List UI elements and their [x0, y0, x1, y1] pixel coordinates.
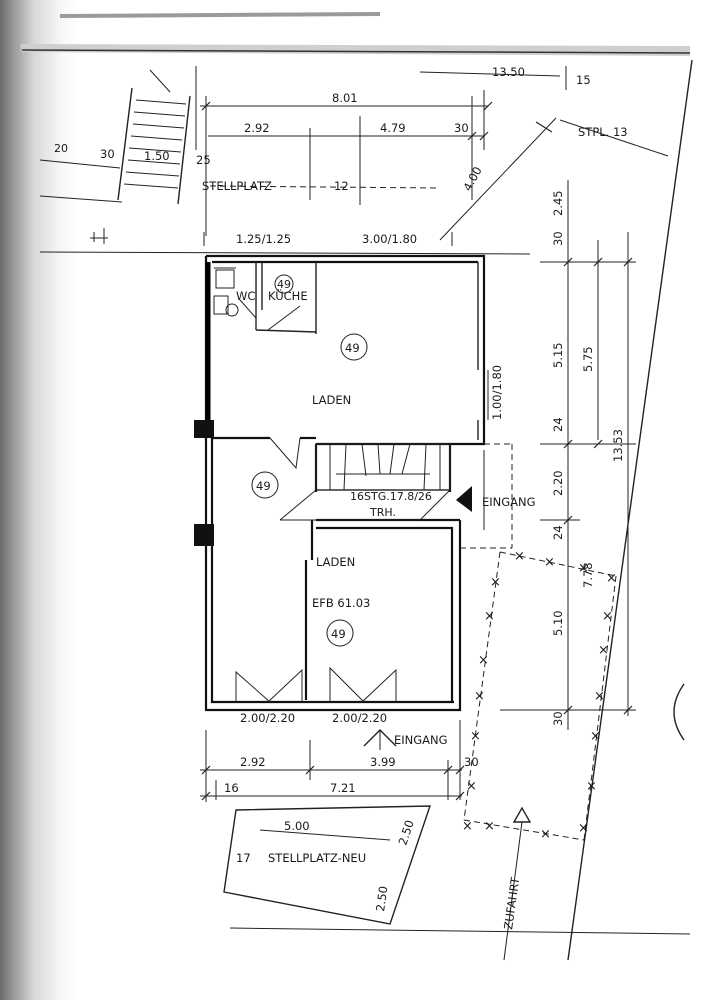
door-swing-vorraum — [269, 437, 301, 470]
dim-bottom-16: 16 — [224, 781, 239, 795]
property-boundary: × × × × × × × × × × × × × × × × × × × — [462, 549, 617, 842]
exterior-stair-top-left — [117, 66, 197, 205]
svg-text:×: × — [466, 779, 477, 794]
svg-text:×: × — [606, 571, 617, 586]
parking-new-label: STELLPLATZ-NEU — [268, 851, 366, 865]
stair-label: 16STG.17.8/26 — [350, 490, 432, 503]
svg-text:×: × — [590, 729, 601, 744]
dim-right-510: 5.10 — [551, 610, 565, 636]
svg-text:×: × — [484, 819, 495, 834]
entrance-arrow-bottom — [363, 729, 397, 750]
top-dimension-lines — [90, 66, 669, 246]
dim-top-left: 2.92 — [244, 121, 270, 135]
svg-text:×: × — [544, 555, 555, 570]
dim-right-1353: 13.53 — [611, 429, 625, 462]
entrance-bottom-label: EINGANG — [394, 733, 448, 747]
dim-right-220: 2.20 — [551, 470, 565, 496]
building-walls — [194, 254, 486, 712]
dim-bottom-292: 2.92 — [240, 755, 266, 769]
dim-right-778: 7.78 — [581, 562, 595, 588]
svg-text:×: × — [602, 609, 613, 624]
parking-new-width-2: 2.50 — [373, 885, 390, 912]
dim-bottom-opening-right: 2.00/2.20 — [332, 711, 387, 725]
room-marker-kueche: 49 — [277, 278, 291, 291]
parking-new-number: 17 — [236, 851, 251, 865]
svg-text:×: × — [586, 779, 597, 794]
scan-top-edge — [20, 12, 691, 56]
dim-right-245: 2.45 — [551, 190, 565, 216]
svg-text:×: × — [462, 819, 473, 834]
dim-stair-150: 1.50 — [144, 149, 170, 163]
room-marker-laden-main: 49 — [345, 341, 360, 355]
stair-sublabel: TRH. — [369, 506, 396, 519]
wc-kitchen-partitions — [213, 262, 317, 334]
svg-text:×: × — [474, 689, 485, 704]
room-label-laden-main: LADEN — [312, 393, 351, 407]
dim-right-24-a: 24 — [551, 417, 565, 432]
room-marker-circle-kueche — [274, 274, 294, 294]
dim-stair-edge: 20 — [54, 142, 68, 155]
access-arrow — [503, 806, 532, 961]
interior-staircase — [279, 443, 472, 521]
dim-top-mid: 4.79 — [380, 121, 406, 135]
room-marker-circle-vorraum — [251, 471, 279, 499]
right-dimension-lines — [500, 180, 636, 730]
entrance-side-label: EINGANG — [482, 495, 536, 509]
entrance-recess — [460, 443, 513, 549]
dim-opening-right: 3.00/1.80 — [362, 232, 417, 246]
dim-corner-top: 13.50 — [492, 65, 525, 79]
parking-new-width-1: 2.50 — [396, 818, 417, 847]
parking-new-length: 5.00 — [284, 819, 310, 833]
dim-right-575: 5.75 — [581, 346, 595, 372]
dim-right-30-top: 30 — [551, 231, 565, 246]
room-marker-circle-laden-lower — [326, 619, 354, 647]
room-level-laden-lower: EFB 61.03 — [312, 596, 370, 610]
parking-new-outline — [223, 805, 431, 925]
svg-text:×: × — [514, 549, 525, 564]
dim-opening-left: 1.25/1.25 — [236, 232, 291, 246]
front-doors — [235, 666, 397, 703]
dim-right-30-bottom: 30 — [551, 711, 565, 726]
bottom-dimension-lines — [200, 720, 465, 802]
svg-text:×: × — [484, 609, 495, 624]
parking-top-label: STELLPLATZ — [202, 179, 272, 193]
dim-stair-25: 25 — [196, 153, 211, 167]
svg-text:×: × — [478, 653, 489, 668]
dim-top-right: 30 — [454, 121, 469, 135]
dim-bottom-opening-left: 2.00/2.20 — [240, 711, 295, 725]
svg-text:×: × — [578, 561, 589, 576]
access-label: ZUFAHRT — [501, 875, 522, 930]
dim-right-515: 5.15 — [551, 342, 565, 368]
parking-top-number: 12 — [334, 179, 349, 193]
site-lines — [39, 59, 693, 961]
room-label-laden-lower: LADEN — [316, 555, 355, 569]
svg-text:×: × — [540, 827, 551, 842]
svg-text:×: × — [470, 729, 481, 744]
room-marker-circle-laden-main — [340, 333, 368, 361]
svg-text:×: × — [578, 821, 589, 836]
svg-text:×: × — [490, 575, 501, 590]
dim-top-total: 8.01 — [332, 91, 358, 105]
dim-corner-right: 15 — [576, 73, 591, 87]
parking-corner-label: STPL. 13 — [578, 125, 628, 139]
svg-text:×: × — [594, 689, 605, 704]
room-marker-vorraum: 49 — [256, 479, 271, 493]
right-edge-arc — [673, 683, 685, 741]
dim-side-opening: 1.00/1.80 — [490, 365, 504, 420]
dim-diagonal: 4.00 — [460, 164, 484, 193]
dim-bottom-399: 3.99 — [370, 755, 396, 769]
dim-bottom-721: 7.21 — [330, 781, 356, 795]
room-marker-laden-lower: 49 — [331, 627, 346, 641]
dim-stair-30: 30 — [100, 147, 115, 161]
svg-text:×: × — [598, 643, 609, 658]
room-label-wc: WC — [236, 289, 255, 303]
dim-right-24-b: 24 — [551, 525, 565, 540]
